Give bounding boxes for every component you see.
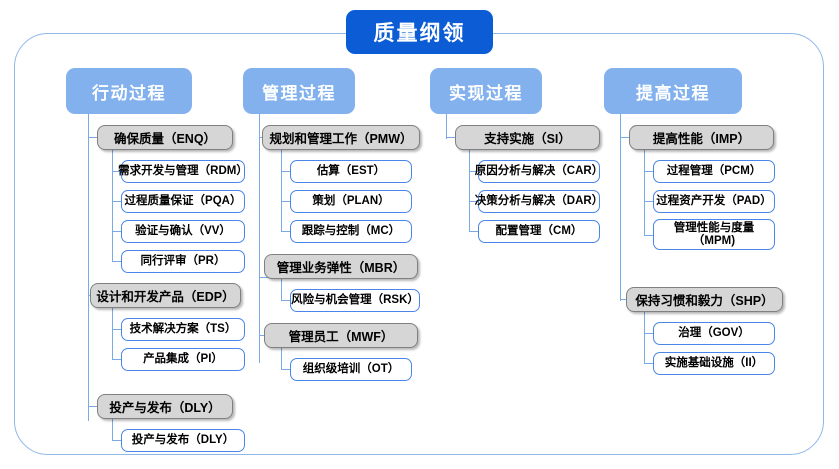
group-edp[interactable]: 设计和开发产品（EDP）	[90, 283, 241, 308]
leaf-gov[interactable]: 治理（GOV）	[653, 322, 775, 345]
leaf-vv[interactable]: 验证与确认（VV）	[121, 220, 245, 243]
leaf-pad[interactable]: 过程资产开发（PAD）	[653, 190, 775, 213]
branch-line	[259, 277, 269, 279]
child-branch	[469, 171, 479, 173]
child-branch	[281, 300, 291, 302]
child-branch	[281, 171, 291, 173]
branch-line	[446, 137, 456, 139]
branch-line	[620, 137, 630, 139]
column-header-improvement[interactable]: 提高过程	[604, 68, 742, 114]
child-trunk-mbr	[281, 279, 283, 301]
column-header-management[interactable]: 管理过程	[243, 68, 355, 114]
child-trunk-edp	[112, 308, 114, 360]
child-branch	[281, 369, 291, 371]
child-branch	[112, 329, 122, 331]
group-pmw[interactable]: 规划和管理工作（PMW）	[262, 125, 420, 150]
leaf-car[interactable]: 原因分析与解决（CAR）	[475, 160, 603, 183]
leaf-pqa[interactable]: 过程质量保证（PQA）	[121, 190, 245, 213]
leaf-cm[interactable]: 配置管理（CM）	[478, 220, 600, 243]
branch-line	[620, 299, 630, 301]
child-branch	[112, 201, 122, 203]
child-branch	[112, 261, 122, 263]
leaf-rsk[interactable]: 风险与机会管理（RSK）	[290, 289, 420, 312]
group-dly[interactable]: 投产与发布（DLY）	[97, 394, 233, 419]
column-header-realization[interactable]: 实现过程	[430, 68, 542, 114]
child-branch	[112, 440, 122, 442]
leaf-plan[interactable]: 策划（PLAN）	[290, 190, 412, 213]
child-branch	[644, 333, 654, 335]
diagram-title: 质量纲领	[346, 10, 493, 54]
child-branch	[281, 201, 291, 203]
branch-line	[88, 137, 98, 139]
child-branch	[112, 171, 122, 173]
child-branch	[112, 231, 122, 233]
leaf-mc[interactable]: 跟踪与控制（MC）	[290, 220, 412, 243]
child-trunk-pmw	[281, 150, 283, 232]
child-trunk-enq	[112, 150, 114, 262]
child-trunk-dly	[112, 419, 114, 441]
child-branch	[644, 171, 654, 173]
leaf-pi[interactable]: 产品集成（PI）	[121, 348, 245, 371]
child-trunk-imp	[644, 150, 646, 236]
branch-line	[88, 406, 98, 408]
leaf-ot[interactable]: 组织级培训（OT）	[290, 358, 412, 381]
leaf-mpm[interactable]: 管理性能与度量（MPM)	[653, 219, 775, 250]
child-trunk-mwf	[281, 348, 283, 370]
child-trunk-shp	[644, 312, 646, 364]
group-shp[interactable]: 保持习惯和毅力（SHP）	[626, 287, 783, 312]
child-branch	[281, 231, 291, 233]
group-imp[interactable]: 提高性能（IMP）	[629, 125, 774, 150]
trunk-line-col2	[259, 114, 261, 363]
child-branch	[644, 363, 654, 365]
child-branch	[469, 231, 479, 233]
trunk-line-col1	[88, 114, 90, 421]
child-branch	[644, 235, 654, 237]
leaf-dly[interactable]: 投产与发布（DLY）	[121, 429, 245, 452]
child-branch	[469, 201, 479, 203]
group-mbr[interactable]: 管理业务弹性（MBR）	[264, 254, 418, 279]
leaf-pcm[interactable]: 过程管理（PCM）	[653, 160, 775, 183]
trunk-line-col4	[620, 114, 622, 301]
child-branch	[112, 359, 122, 361]
leaf-ii[interactable]: 实施基础设施（II）	[653, 352, 775, 375]
child-branch	[644, 201, 654, 203]
leaf-ts[interactable]: 技术解决方案（TS）	[121, 318, 245, 341]
leaf-pr[interactable]: 同行评审（PR）	[121, 250, 245, 273]
child-trunk-si	[469, 150, 471, 232]
group-mwf[interactable]: 管理员工（MWF）	[264, 323, 418, 348]
leaf-dar[interactable]: 决策分析与解决（DAR）	[475, 190, 603, 213]
leaf-est[interactable]: 估算（EST）	[290, 160, 412, 183]
trunk-line-col3	[446, 114, 448, 139]
leaf-rdm[interactable]: 需求开发与管理（RDM）	[118, 160, 248, 183]
group-si[interactable]: 支持实施（SI）	[455, 125, 600, 150]
group-enq[interactable]: 确保质量（ENQ）	[97, 125, 233, 150]
column-header-action[interactable]: 行动过程	[66, 68, 192, 114]
